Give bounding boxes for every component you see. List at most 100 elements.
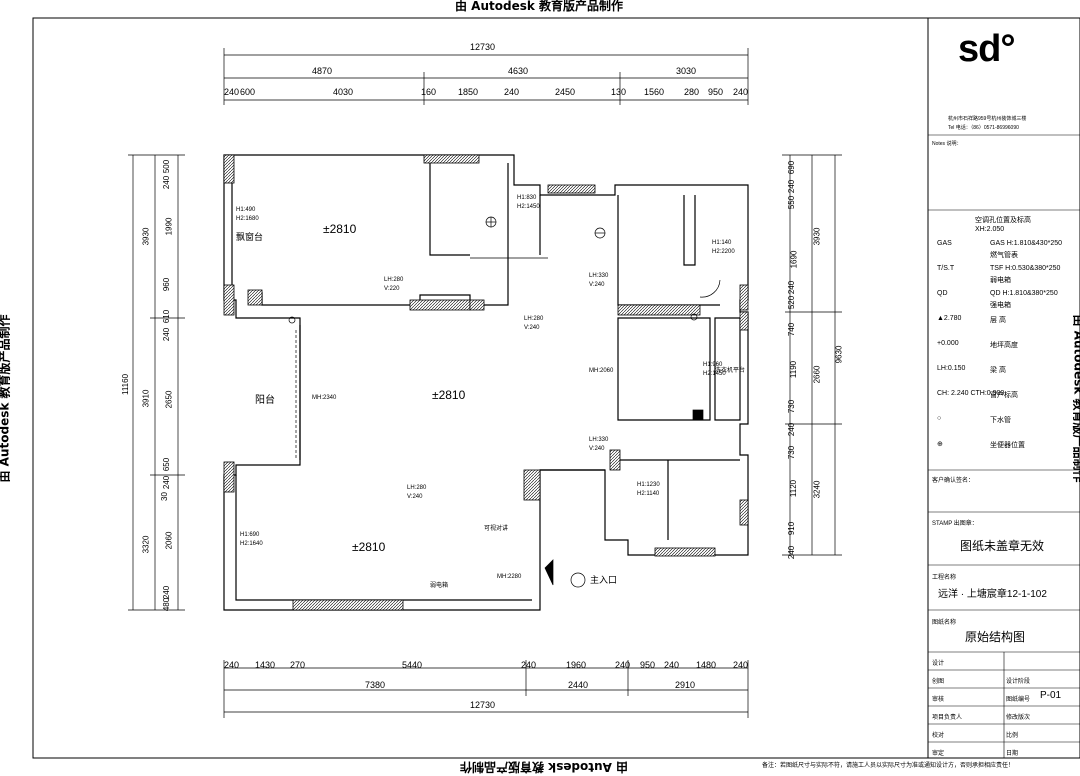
drawing-border bbox=[32, 17, 929, 759]
right-dimensions bbox=[782, 154, 842, 556]
dim-bottom-mid: 7380 bbox=[365, 680, 386, 690]
dim-top-mid: 3030 bbox=[676, 66, 697, 76]
column-marker bbox=[690, 313, 698, 321]
titleblock-cell: 设计 bbox=[932, 661, 945, 667]
dim-bottom-detail: 1960 bbox=[566, 660, 587, 670]
room-note: V:240 bbox=[407, 494, 423, 500]
dim-left-detail: 500 bbox=[162, 159, 172, 174]
dim-right-detail: 520 bbox=[787, 295, 797, 310]
dim-bottom-detail: 240 bbox=[733, 660, 749, 670]
legend-text: 地坪高度 bbox=[990, 342, 1018, 349]
room-note: LH:330 bbox=[589, 437, 609, 443]
balcony-label: 阳台 bbox=[255, 395, 275, 406]
dim-top-detail: 1560 bbox=[644, 87, 665, 97]
dim-top-total: 12730 bbox=[470, 42, 496, 52]
dim-bottom-detail: 1430 bbox=[255, 660, 276, 670]
drawing-label: 图纸名称 bbox=[932, 620, 957, 626]
room-note: V:240 bbox=[524, 325, 540, 331]
room-note: H1:690 bbox=[240, 532, 260, 538]
level-label-1: ±2810 bbox=[323, 222, 357, 236]
legend-text: TSF H:0.530&380*250 bbox=[990, 265, 1061, 272]
dim-left-mid: 3910 bbox=[141, 389, 151, 408]
room-note: LH:330 bbox=[589, 273, 609, 279]
legend-text: 窗户标高 bbox=[990, 392, 1018, 399]
dim-left-mid: 3930 bbox=[141, 227, 151, 246]
legend-symbol: LH:0.150 bbox=[937, 365, 966, 372]
room-note: MH:2340 bbox=[312, 395, 337, 401]
legend-symbol: T/S.T bbox=[937, 265, 955, 272]
project-name: 远洋 · 上塘宸章12-1-102 bbox=[938, 589, 1047, 600]
legend-text: 坐便器位置 bbox=[990, 442, 1025, 449]
dim-top-detail: 160 bbox=[421, 87, 437, 97]
dim-bottom-mid: 2910 bbox=[675, 680, 696, 690]
dim-bottom-detail: 270 bbox=[290, 660, 306, 670]
room-note: H1:140 bbox=[712, 240, 732, 246]
dim-bottom-detail: 240 bbox=[224, 660, 240, 670]
legend-title: 空调孔位置及标高 bbox=[975, 217, 1031, 224]
legend-text: QD H:1.810&380*250 bbox=[990, 290, 1058, 297]
room-note: H1:490 bbox=[236, 207, 256, 213]
footer-note: 备注：若图纸尺寸与实际不符，请施工人员以实际尺寸为准或通知设计方，否则承担相应责… bbox=[762, 763, 1015, 769]
dim-right-detail: 910 bbox=[787, 521, 797, 536]
walls bbox=[223, 154, 749, 611]
dim-left-detail: 30 bbox=[159, 492, 169, 501]
dim-left-mid: 3320 bbox=[141, 535, 151, 554]
dim-right-detail: 730 bbox=[787, 399, 797, 414]
entrance-arrow bbox=[544, 559, 554, 586]
legend-symbol: ○ bbox=[937, 415, 942, 422]
dim-top-mid: 4630 bbox=[508, 66, 529, 76]
legend-symbol: CH: 2.240 CTH:0.900 bbox=[937, 390, 1005, 397]
legend-subtext: 燃气管表 bbox=[990, 252, 1018, 259]
room-note: H2:1680 bbox=[236, 216, 259, 222]
dim-left-detail: 240 bbox=[162, 175, 172, 190]
titleblock-cell: 日期 bbox=[1006, 751, 1019, 757]
room-note: H2:1450 bbox=[703, 371, 726, 377]
dim-right-detail: 1120 bbox=[789, 479, 799, 498]
legend-text: 梁 高 bbox=[990, 367, 1006, 374]
fixtures bbox=[288, 216, 721, 588]
level-label-3: ±2810 bbox=[352, 540, 386, 554]
dim-right-mid: 3240 bbox=[812, 480, 822, 499]
room-note: LH:280 bbox=[524, 316, 544, 322]
dim-right-detail: 240 bbox=[787, 422, 797, 437]
dim-left-detail: 480 bbox=[162, 597, 172, 612]
dim-left-detail: 960 bbox=[162, 277, 172, 292]
dim-top-detail: 950 bbox=[708, 87, 724, 97]
project-label: 工程名称 bbox=[932, 575, 957, 581]
dim-left-detail: 610 bbox=[162, 309, 172, 324]
watermark-top: 由 Autodesk 教育版产品制作 bbox=[455, 0, 624, 13]
legend-symbol: GAS bbox=[937, 240, 952, 247]
legend-symbol: ⊕ bbox=[937, 441, 943, 448]
dim-top-mid: 4870 bbox=[312, 66, 333, 76]
dim-right-mid: 2660 bbox=[812, 365, 822, 384]
room-note: H1:830 bbox=[517, 195, 537, 201]
room-note: H1:960 bbox=[703, 362, 723, 368]
titleblock-cell: 审定 bbox=[932, 751, 945, 757]
dim-right-detail: 740 bbox=[787, 322, 797, 337]
room-note: MH:2060 bbox=[589, 368, 614, 374]
dim-bottom-mid: 2440 bbox=[568, 680, 589, 690]
room-note: LH:280 bbox=[407, 485, 427, 491]
titleblock-cell: 审核 bbox=[932, 697, 945, 703]
room-note: V:240 bbox=[589, 282, 605, 288]
room-note: MH:2280 bbox=[497, 574, 522, 580]
legend-subtitle: XH:2.050 bbox=[975, 226, 1005, 233]
dim-left-detail: 650 bbox=[162, 457, 172, 472]
company-logo: sd° bbox=[958, 28, 1016, 70]
level-label-2: ±2810 bbox=[432, 388, 466, 402]
titleblock-cell: 设计阶段 bbox=[1006, 679, 1031, 685]
legend-symbol: ▲2.780 bbox=[937, 315, 962, 322]
watermark-bottom: 由 Autodesk 教育版产品制作 bbox=[460, 760, 629, 774]
legend-subtext: 弱电箱 bbox=[990, 277, 1011, 284]
titleblock-cell: 创图 bbox=[932, 679, 945, 685]
room-note: H2:2200 bbox=[712, 249, 735, 255]
dim-left-detail: 2060 bbox=[164, 531, 174, 550]
room-note: H2:1640 bbox=[240, 541, 263, 547]
room-note: LH:280 bbox=[384, 277, 404, 283]
legend-text: GAS H:1.810&430*250 bbox=[990, 240, 1062, 247]
dim-bottom-detail: 240 bbox=[615, 660, 631, 670]
dim-right-detail: 550 bbox=[787, 195, 797, 210]
dim-left-detail: 2650 bbox=[164, 390, 174, 409]
dim-right-detail: 1690 bbox=[789, 250, 799, 269]
dim-top-detail: 1850 bbox=[458, 87, 479, 97]
